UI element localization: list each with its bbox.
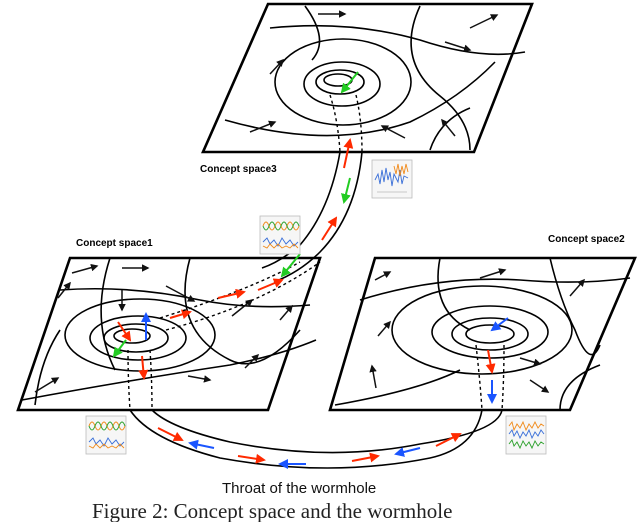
time-series-thumbnail-icon xyxy=(371,159,413,199)
concept-space-2-label: Concept space2 xyxy=(548,234,625,245)
wormhole-tube-lower xyxy=(129,409,503,469)
concept-space-2 xyxy=(328,256,637,412)
concept-space-3 xyxy=(201,2,534,154)
throat-label: Throat of the wormhole xyxy=(222,480,376,497)
wormhole-tube-upper xyxy=(217,138,363,299)
concept-space-3-label: Concept space3 xyxy=(200,164,277,175)
figure-caption: Figure 2: Concept space and the wormhole xyxy=(92,499,452,522)
concept-space-1 xyxy=(16,256,322,412)
time-series-thumbnail-icon xyxy=(259,215,301,255)
time-series-thumbnail-icon xyxy=(505,415,547,455)
time-series-thumbnail-icon xyxy=(85,415,127,455)
concept-space-1-label: Concept space1 xyxy=(76,238,153,249)
